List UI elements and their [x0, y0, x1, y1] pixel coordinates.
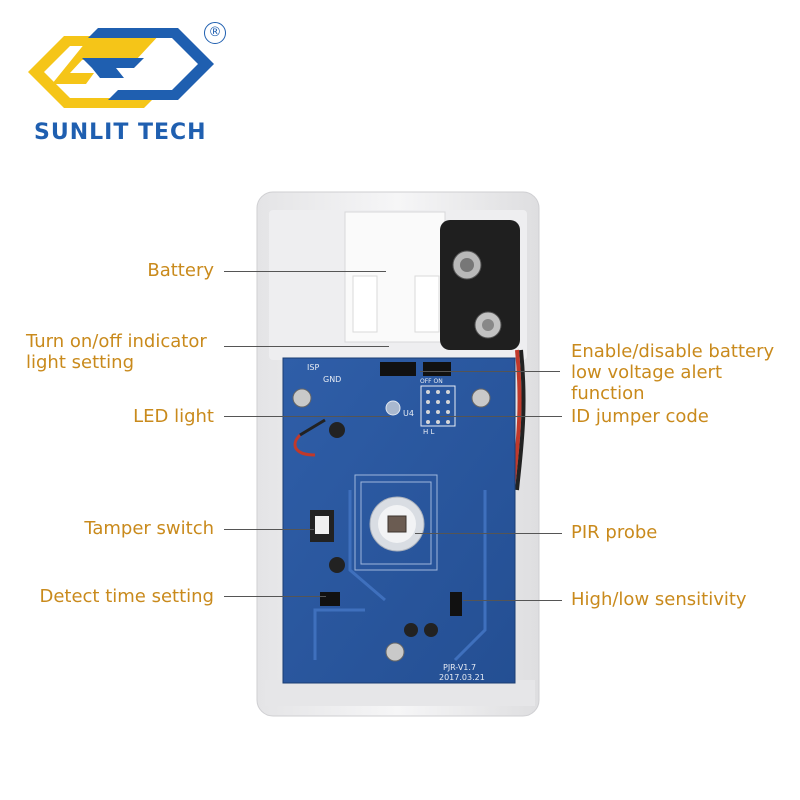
gnd-marking: GND [323, 375, 341, 384]
sensitivity-callout-line [463, 600, 562, 601]
label-led: LED light [133, 406, 214, 427]
label-battery-alert: Enable/disable battery low voltage alert… [571, 341, 775, 404]
label-sensitivity: High/low sensitivity [571, 589, 747, 610]
battery-callout-line [224, 271, 386, 272]
brand-name: SUNLIT TECH [34, 120, 207, 145]
u4-marking: U4 [403, 409, 414, 418]
label-pir: PIR probe [571, 522, 658, 543]
pir-callout-line [415, 533, 562, 534]
isp-marking: ISP [307, 363, 319, 372]
id-jumper-callout-line [440, 416, 562, 417]
label-id-jumper: ID jumper code [571, 406, 709, 427]
registered-mark: ® [204, 22, 226, 44]
detect-time-callout-line [224, 596, 326, 597]
h-l-marking: H L [423, 428, 434, 436]
battery-alert-callout-line [420, 371, 560, 372]
indicator-callout-line [224, 346, 389, 347]
label-detect-time: Detect time setting [39, 586, 214, 607]
pir-sensor-device: ISP GND OFF ON H L U4 PJR-V1.7 2017.03.2… [256, 191, 540, 717]
tamper-callout-line [224, 529, 314, 530]
date-marking: 2017.03.21 [439, 673, 485, 682]
sunlit-tech-logo-icon [28, 28, 214, 108]
label-battery: Battery [147, 260, 214, 281]
label-tamper: Tamper switch [84, 518, 214, 539]
led-callout-line [224, 416, 390, 417]
label-indicator: Turn on/off indicator light setting [26, 331, 207, 373]
off-on-marking: OFF ON [420, 378, 443, 385]
model-marking: PJR-V1.7 [443, 663, 476, 672]
